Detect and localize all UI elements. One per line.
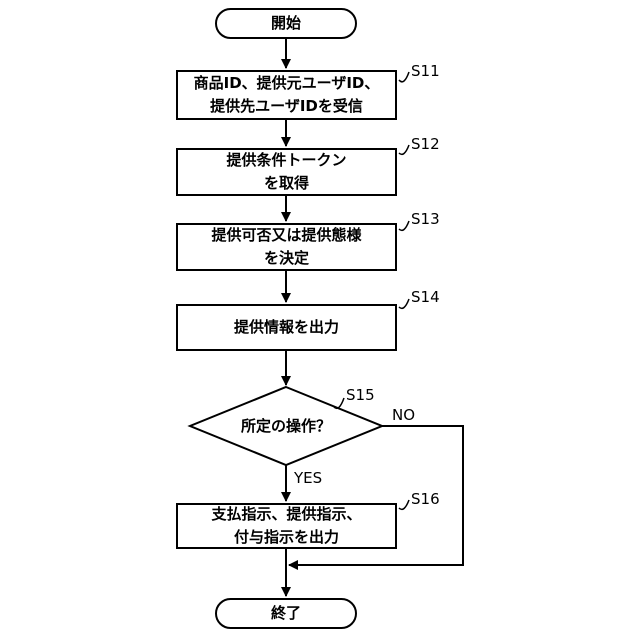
callout-s12 [399,145,409,154]
step-id-s16: S16 [411,490,440,508]
step-id-s13: S13 [411,210,440,228]
callout-s13 [399,221,409,230]
step-id-s15: S15 [346,386,375,404]
step-s12-text: 提供条件トークン を取得 [226,149,346,195]
step-s12-box: 提供条件トークン を取得 [176,148,397,196]
step-s11-text: 商品ID、提供元ユーザID、 提供先ユーザIDを受信 [194,72,380,118]
step-s13-text: 提供可否又は提供態様 を決定 [211,224,361,270]
step-s13-box: 提供可否又は提供態様 を決定 [176,223,397,271]
callout-s14 [399,299,409,308]
step-s14-text: 提供情報を出力 [234,316,339,339]
step-id-s12: S12 [411,135,440,153]
step-s14-box: 提供情報を出力 [176,304,397,351]
end-label: 終了 [271,602,301,625]
step-s16-text: 支払指示、提供指示、 付与指示を出力 [211,503,361,549]
end-terminal: 終了 [215,598,357,629]
no-branch-label: NO [392,406,415,424]
callout-s16 [399,500,409,509]
start-terminal: 開始 [215,8,357,39]
start-label: 開始 [271,12,301,35]
step-id-s14: S14 [411,288,440,306]
step-s16-box: 支払指示、提供指示、 付与指示を出力 [176,503,397,549]
step-id-s11: S11 [411,62,440,80]
yes-branch-label: YES [294,469,322,487]
callout-s11 [399,72,409,82]
step-s11-box: 商品ID、提供元ユーザID、 提供先ユーザIDを受信 [176,70,397,120]
decision-s15-text: 所定の操作？ [216,414,356,438]
